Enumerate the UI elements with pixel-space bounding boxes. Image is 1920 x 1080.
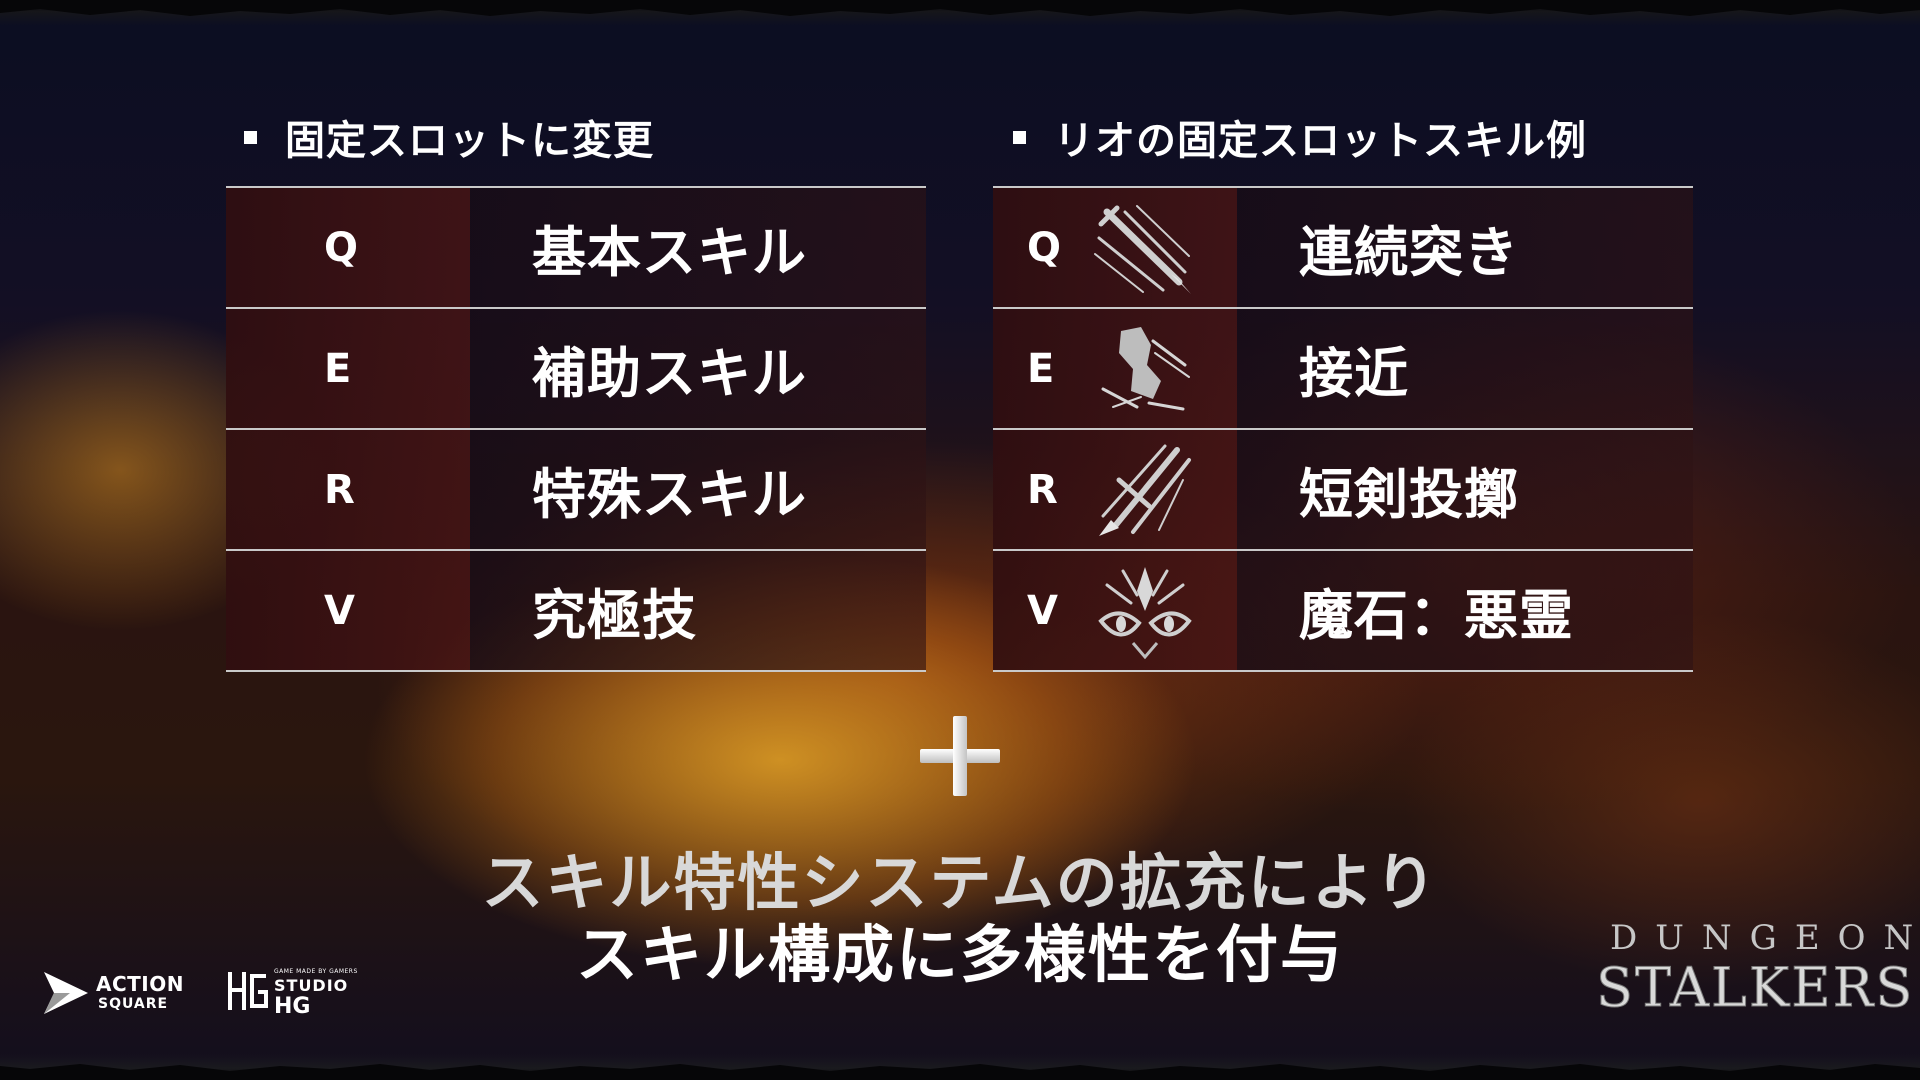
table-row: E 補助スキル <box>226 309 926 430</box>
skill-type-label: 補助スキル <box>532 342 807 405</box>
skill-type-label: 基本スキル <box>532 221 807 284</box>
name-cell: 魔石：悪霊 <box>1237 551 1693 670</box>
key-label: Q <box>1027 224 1062 271</box>
name-cell: 基本スキル <box>470 188 926 307</box>
left-heading: 固定スロットに変更 <box>244 112 654 164</box>
caption-line-1: スキル特性システムの拡充により <box>481 846 1439 919</box>
studio-hg-mark-icon <box>228 972 268 1010</box>
game-logo-line1: DUNGEON <box>1610 918 1920 958</box>
table-row: V 究極技 <box>226 551 926 672</box>
skill-name: 短剣投擲 <box>1299 463 1519 526</box>
right-heading-text: リオの固定スロットスキル例 <box>1054 118 1587 164</box>
key-label: R <box>1027 466 1058 513</box>
studio-hg-logo: GAME MADE BY GAMERS STUDIO HG <box>226 968 357 1022</box>
right-heading: リオの固定スロットスキル例 <box>1013 112 1587 164</box>
key-cell: E <box>226 309 470 428</box>
key-cell: V <box>993 551 1237 670</box>
key-cell: R <box>993 430 1237 549</box>
dagger-throw-icon <box>1099 444 1191 536</box>
key-label: Q <box>324 224 359 271</box>
caption-line-2: スキル構成に多様性を付与 <box>575 918 1344 991</box>
left-heading-text: 固定スロットに変更 <box>285 118 654 164</box>
demon-eyes-icon <box>1098 567 1192 660</box>
studio-hg-tagline: GAME MADE BY GAMERS <box>274 968 358 975</box>
dagger-thrust-icon <box>1094 205 1191 294</box>
name-cell: 接近 <box>1237 309 1693 428</box>
name-cell: 特殊スキル <box>470 430 926 549</box>
key-label: V <box>1027 587 1058 634</box>
action-square-logo: ACTION SQUARE <box>40 966 183 1022</box>
key-label: R <box>324 466 355 513</box>
key-cell: E <box>993 309 1237 428</box>
table-row: Q 基本スキル <box>226 188 926 309</box>
studio-hg-line1: STUDIO <box>274 976 349 995</box>
studio-hg-line2: HG <box>274 994 311 1019</box>
action-square-mark-icon <box>44 972 88 1014</box>
bullet-icon <box>244 130 257 144</box>
dungeon-stalkers-logo: DUNGEON STALKERS <box>1596 918 1920 1028</box>
skill-type-label: 究極技 <box>532 584 697 647</box>
game-logo-line2: STALKERS <box>1596 956 1915 1020</box>
table-row: R 短剣投擲 <box>993 430 1693 551</box>
table-row: R 特殊スキル <box>226 430 926 551</box>
action-square-line2: SQUARE <box>98 996 169 1012</box>
key-cell: Q <box>993 188 1237 307</box>
key-cell: V <box>226 551 470 670</box>
table-row: V 魔石：悪霊 <box>993 551 1693 672</box>
bullet-icon <box>1013 130 1026 144</box>
skill-name: 接近 <box>1299 342 1409 405</box>
key-label: E <box>1027 345 1055 392</box>
action-square-line1: ACTION <box>96 972 184 996</box>
torn-top-edge <box>0 0 1920 26</box>
skill-name: 魔石：悪霊 <box>1299 584 1574 647</box>
table-row: Q 連続突き <box>993 188 1693 309</box>
name-cell: 究極技 <box>470 551 926 670</box>
table-row: E 接近 <box>993 309 1693 430</box>
torn-bottom-edge <box>0 1054 1920 1080</box>
key-label: V <box>324 587 355 634</box>
key-label: E <box>324 345 352 392</box>
skill-type-label: 特殊スキル <box>532 463 807 526</box>
name-cell: 連続突き <box>1237 188 1693 307</box>
name-cell: 補助スキル <box>470 309 926 428</box>
slot-type-table: Q 基本スキル E 補助スキル R 特殊スキル V <box>226 186 926 672</box>
rio-skill-table: Q 連続突き E <box>993 186 1693 672</box>
name-cell: 短剣投擲 <box>1237 430 1693 549</box>
plus-icon <box>920 716 1000 796</box>
key-cell: Q <box>226 188 470 307</box>
dash-approach-icon <box>1101 327 1190 411</box>
key-cell: R <box>226 430 470 549</box>
skill-name: 連続突き <box>1299 221 1519 284</box>
